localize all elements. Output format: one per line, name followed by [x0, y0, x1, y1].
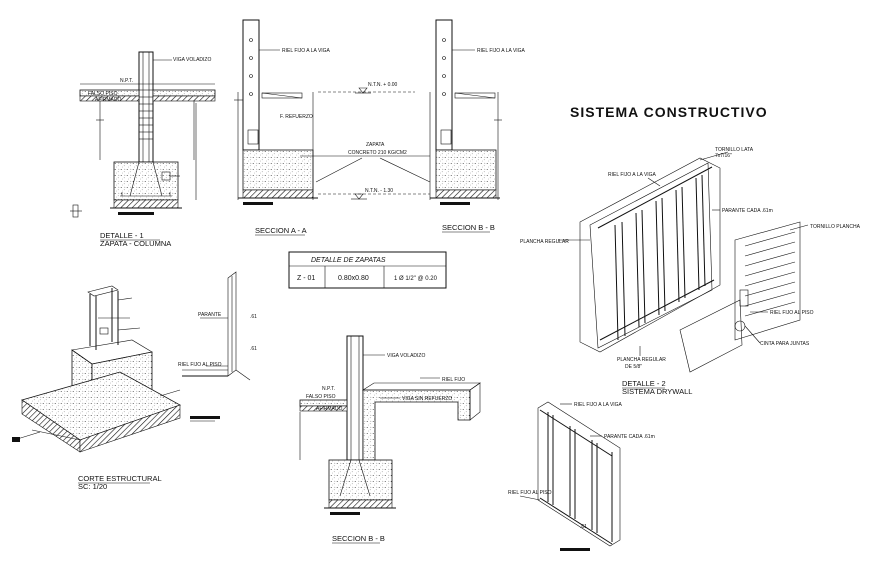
tornillo-plancha-label: TORNILLO PLANCHA — [810, 224, 861, 230]
seccion-a-caption: SECCION A - A — [255, 226, 307, 235]
table-rebar: 1 Ø 1/2" @ 0.20 — [394, 276, 438, 282]
parante-label: PARANTE CADA .61m — [722, 208, 773, 214]
seccion-a-a: RIEL FIJO A LA VIGA F. REFUERZO N.T.N. +… — [234, 19, 431, 236]
ntn-bottom-label: N.T.N. - 1.30 — [365, 188, 393, 194]
npt-label-2: N.P.T. — [322, 386, 335, 392]
corte-estructural: CORTE ESTRUCTURAL SC: 1/20 — [12, 285, 181, 491]
label-sa-1: RIEL FIJO A LA VIGA — [282, 48, 331, 54]
detalle-1-caption-2: ZAPATA - COLUMNA — [100, 239, 171, 248]
seccion-b-bottom-caption: SECCION B - B — [332, 534, 385, 543]
svg-text:.61: .61 — [250, 314, 257, 320]
seccion-b-b-top: RIEL FIJO A LA VIGA SECCION B - B — [429, 19, 526, 233]
svg-text:RIEL FIJO A LA VIGA: RIEL FIJO A LA VIGA — [477, 48, 526, 54]
detalle-1-zapata-columna: VIGA VOLADIZO N.P.T. FALSO PISO AFIRMADO… — [70, 51, 216, 248]
table-size: 0.80x0.80 — [338, 275, 369, 282]
svg-text:PARANTE CADA .61m: PARANTE CADA .61m — [604, 434, 655, 440]
drywall-frame-3d: RIEL FIJO A LA VIGA PARANTE CADA .61m RI… — [508, 401, 655, 551]
falso-piso-label-2: FALSO PISO — [306, 394, 336, 400]
corte-caption-2: SC: 1/20 — [78, 482, 107, 491]
svg-text:RIEL FIJO A LA VIGA: RIEL FIJO A LA VIGA — [574, 402, 623, 408]
detalle-2-caption-1: DETALLE - 2 — [622, 379, 666, 388]
zapata-label-1: ZAPATA — [366, 142, 385, 148]
svg-text:.61: .61 — [250, 346, 257, 352]
table-heading: DETALLE DE ZAPATAS — [311, 257, 386, 264]
table-code: Z - 01 — [297, 275, 315, 282]
viga-label: VIGA VOLADIZO — [173, 57, 211, 63]
svg-text:RIEL FIJO AL PISO: RIEL FIJO AL PISO — [178, 362, 222, 368]
npt-label: N.P.T. — [120, 78, 133, 84]
zapata-label-2: CONCRETO 210 KG/CM2 — [348, 150, 407, 156]
svg-text:.61: .61 — [580, 524, 587, 530]
afirmado-label: AFIRMADO — [95, 97, 122, 103]
plancha-58-label-2: DE 5/8" — [625, 364, 642, 370]
detalle-2-caption-2: SISTEMA DRYWALL — [622, 387, 692, 396]
falso-piso-label: FALSO PISO — [88, 91, 118, 97]
riel-piso-label: RIEL FIJO AL PISO — [770, 310, 814, 316]
svg-text:PARANTE: PARANTE — [198, 312, 222, 318]
corte-caption-1: CORTE ESTRUCTURAL — [78, 474, 162, 483]
svg-text:F. REFUERZO: F. REFUERZO — [280, 114, 313, 120]
ntn-top-label: N.T.N. + 0.00 — [368, 82, 398, 88]
svg-text:VIGA SIN REFUERZO: VIGA SIN REFUERZO — [402, 396, 452, 402]
sheet-title: SISTEMA CONSTRUCTIVO — [570, 104, 768, 120]
tornillo-label-1: TORNILLO LATA — [715, 147, 754, 153]
svg-text:RIEL FIJO: RIEL FIJO — [442, 377, 465, 383]
cinta-label: CINTA PARA JUNTAS — [760, 341, 810, 347]
zapatas-table: DETALLE DE ZAPATAS Z - 01 0.80x0.80 1 Ø … — [288, 251, 447, 289]
seccion-b-top-caption: SECCION B - B — [442, 223, 495, 232]
afirmado-label-2: AFIRMADO — [316, 406, 343, 412]
detalle-1-caption-1: DETALLE - 1 — [100, 231, 144, 240]
svg-text:VIGA VOLADIZO: VIGA VOLADIZO — [387, 353, 425, 359]
seccion-b-b-bottom: VIGA VOLADIZO RIEL FIJO VIGA SIN REFUERZ… — [299, 335, 481, 544]
svg-text:RIEL FIJO AL PISO: RIEL FIJO AL PISO — [508, 490, 552, 496]
riel-label: RIEL FIJO A LA VIGA — [608, 172, 657, 178]
wall-corner-detail: PARANTE RIEL FIJO AL PISO .61 .61 — [178, 271, 257, 422]
tornillo-label-2: 7x7/16" — [715, 153, 732, 159]
plancha-58-label-1: PLANCHA REGULAR — [617, 357, 666, 363]
plancha-regular-label: PLANCHA REGULAR — [520, 239, 569, 245]
detalle-2-drywall: TORNILLO LATA 7x7/16" RIEL FIJO A LA VIG… — [520, 147, 861, 396]
